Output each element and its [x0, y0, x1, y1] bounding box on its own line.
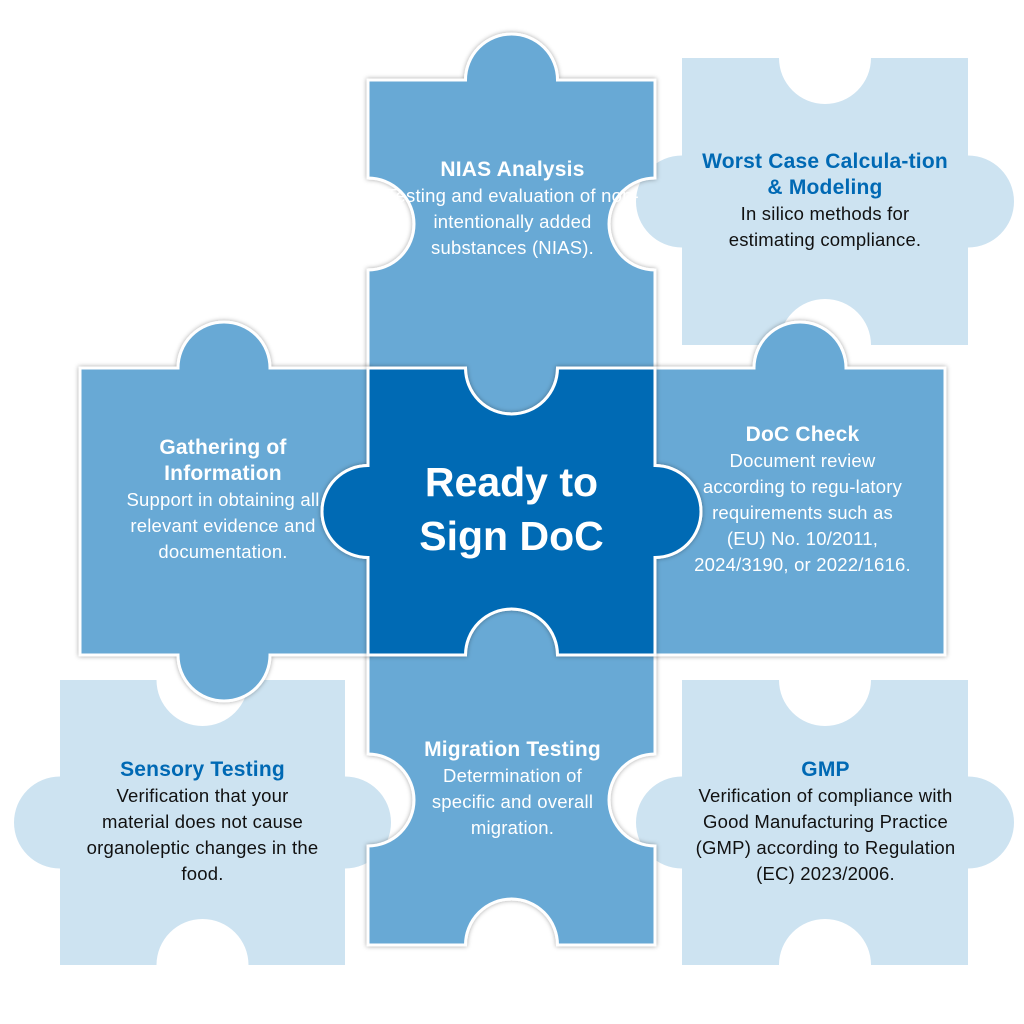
worst-case-piece: [636, 58, 1014, 345]
center-line-1: Ready to: [424, 459, 599, 505]
piece-title: NIAS Analysis: [440, 158, 585, 181]
piece-title: Sensory Testing: [120, 758, 285, 781]
piece-sensory: Sensory Testing Verification that your m…: [85, 757, 320, 887]
piece-body: Verification of compliance with Good Man…: [695, 785, 956, 884]
piece-body: Support in obtaining all relevant eviden…: [126, 489, 320, 562]
piece-body: Testing and evaluation of non-intentiona…: [386, 185, 639, 258]
piece-title: DoC Check: [745, 423, 860, 446]
piece-migration: Migration Testing Determination of speci…: [420, 737, 605, 841]
piece-title: Worst Case Calcula-tion & Modeling: [702, 150, 948, 199]
center-line-2: Sign DoC: [419, 513, 604, 559]
piece-body: Verification that your material does not…: [86, 785, 319, 884]
piece-worst-case: Worst Case Calcula-tion & Modeling In si…: [700, 149, 950, 253]
piece-title: GMP: [801, 758, 850, 781]
piece-nias: NIAS Analysis Testing and evaluation of …: [385, 157, 640, 261]
piece-title: Gathering of Information: [159, 436, 287, 485]
piece-gathering: Gathering of Information Support in obta…: [118, 435, 328, 565]
piece-body: In silico methods for estimating complia…: [728, 203, 922, 250]
piece-title: Migration Testing: [424, 738, 601, 761]
piece-gmp: GMP Verification of compliance with Good…: [688, 757, 963, 887]
sensory-piece: [14, 680, 392, 965]
piece-body: Document review according to regu-latory…: [694, 450, 911, 575]
center-piece: [320, 366, 703, 657]
piece-doc-check: DoC Check Document review according to r…: [690, 422, 915, 578]
center-piece-label: Ready to Sign DoC: [368, 455, 655, 563]
piece-body: Determination of specific and overall mi…: [431, 765, 594, 838]
gmp-piece: [636, 680, 1014, 965]
